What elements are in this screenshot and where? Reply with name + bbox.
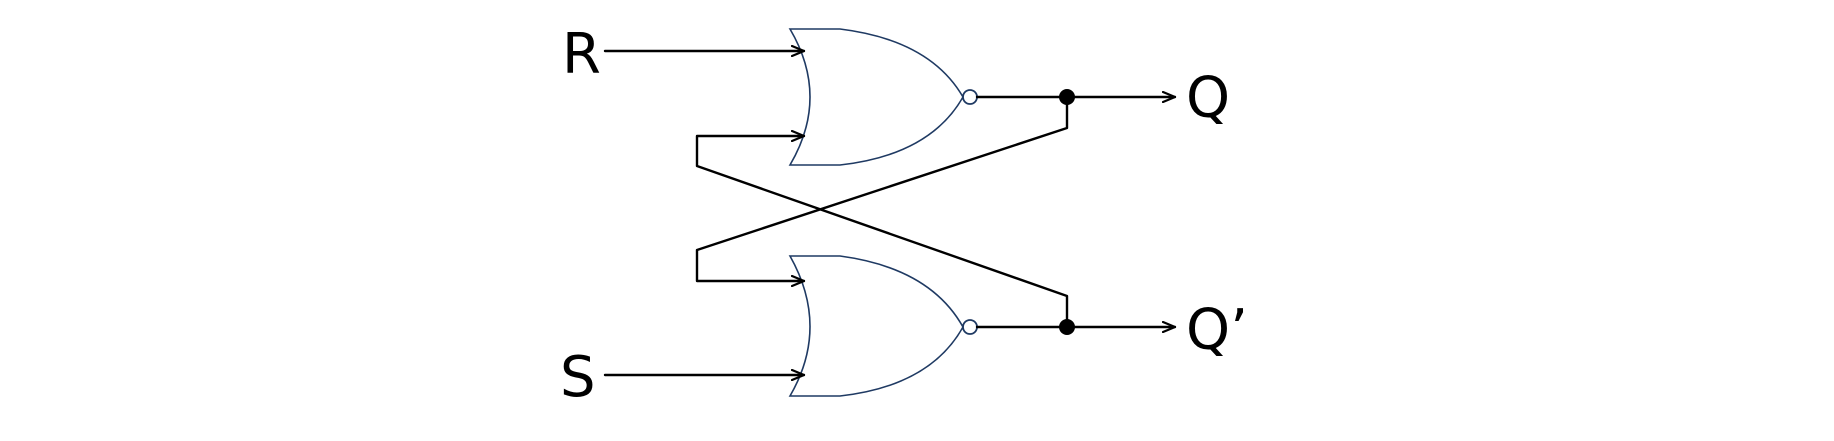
q-feedback-wire — [695, 95, 1069, 281]
upper-nor-bubble — [962, 89, 978, 105]
upper-nor-gate — [788, 28, 978, 166]
s-input-label: S — [560, 345, 596, 410]
lower-nor-gate — [788, 255, 978, 397]
q-bar-output-label: Q’ — [1186, 298, 1248, 363]
lower-nor-bubble — [962, 319, 978, 335]
upper-nor-body — [788, 28, 964, 166]
q-bar-feedback-wire — [695, 136, 1069, 329]
lower-nor-body — [788, 255, 964, 397]
q-junction-dot — [1059, 89, 1075, 105]
q-bar-junction-dot — [1059, 319, 1075, 335]
q-output-label: Q — [1186, 66, 1230, 131]
r-input-label: R — [562, 22, 601, 87]
